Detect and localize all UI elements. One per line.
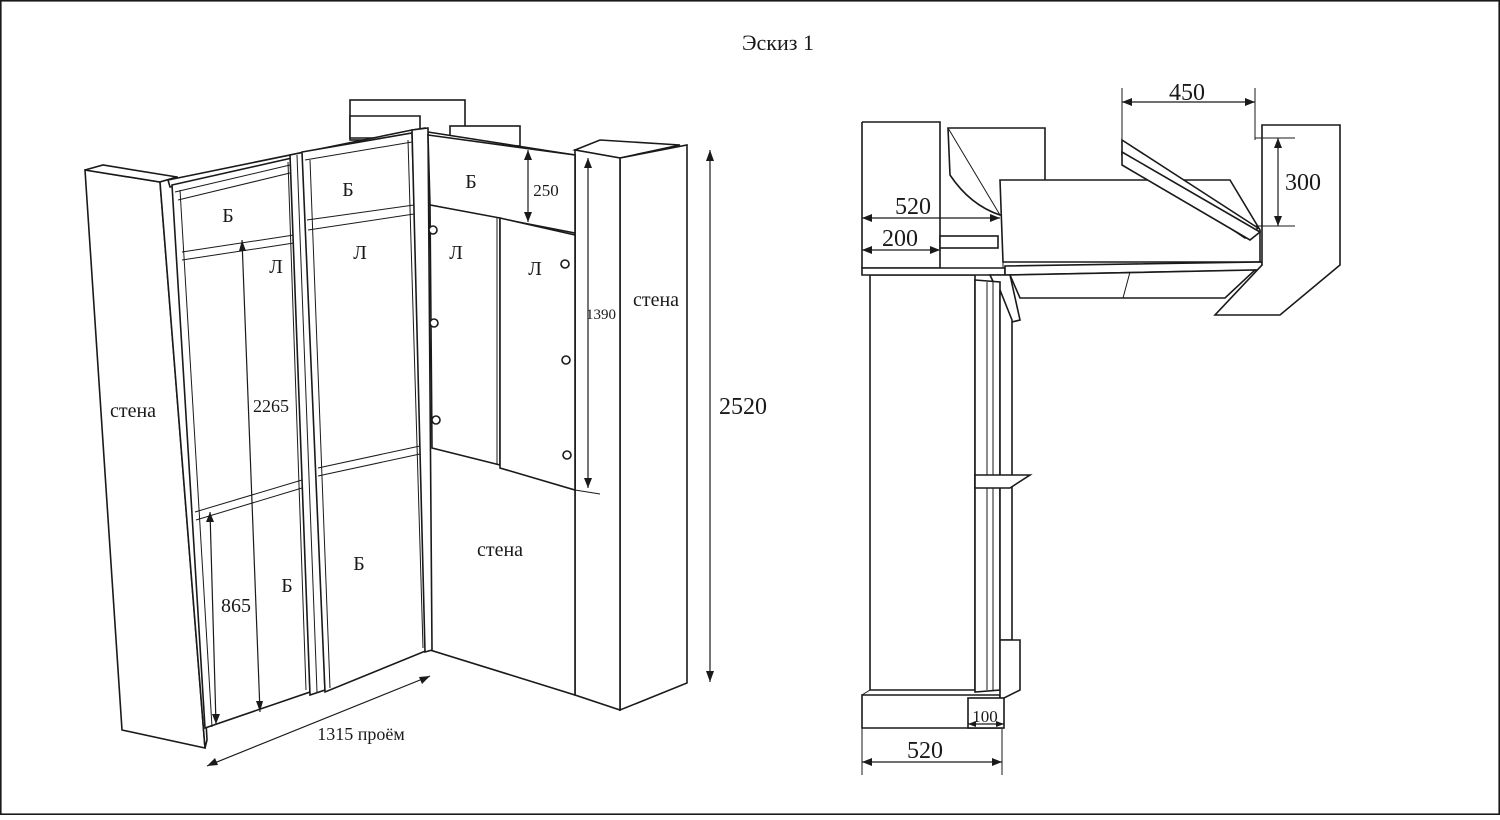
wardrobe-section-view: 450 300 520 200 100 520 <box>861 80 1341 775</box>
left-wall <box>84 164 208 750</box>
dim-520-top-label: 520 <box>895 194 931 220</box>
label-left-wall: стена <box>110 400 156 422</box>
label-b-4: Б <box>281 575 292 597</box>
dim-2265-label: 2265 <box>253 396 289 416</box>
dim-520-top-line <box>861 205 1000 268</box>
dim-2520-label: 2520 <box>719 394 767 420</box>
dim-520-bottom-line <box>861 728 1003 775</box>
dim-450-line <box>1121 88 1256 140</box>
dim-200-line <box>862 235 999 254</box>
label-b-3: Б <box>465 171 476 193</box>
dim-1315-label: 1315 проём <box>317 724 405 744</box>
label-b-5: Б <box>353 553 364 575</box>
dim-865-line <box>206 511 220 725</box>
corner-post <box>411 127 433 654</box>
dim-100-line <box>968 721 1004 727</box>
dim-2265-line <box>239 239 263 713</box>
ceiling-profile <box>999 179 1261 268</box>
wardrobe-isometric-view: стена стена стена Б Б Б Б Б Л Л Л Л 250 … <box>84 99 767 767</box>
dim-100-label: 100 <box>972 707 998 726</box>
top-rail-profile <box>988 261 1263 323</box>
label-b-1: Б <box>222 205 233 227</box>
section-left-wall <box>861 121 1006 729</box>
dim-300-line <box>1255 137 1295 227</box>
label-l-1: Л <box>269 256 283 278</box>
door-profiles <box>974 279 1033 702</box>
label-b-2: Б <box>342 179 353 201</box>
dim-1390-line <box>574 158 601 495</box>
label-back-wall: стена <box>477 539 523 561</box>
dim-250-line <box>524 150 532 222</box>
dim-300-label: 300 <box>1285 170 1321 196</box>
slanted-panel <box>1121 138 1262 241</box>
dim-450-label: 450 <box>1169 80 1205 106</box>
label-l-3: Л <box>449 242 463 264</box>
dim-865-label: 865 <box>221 595 251 617</box>
dim-2520-line <box>706 150 714 682</box>
dim-1315-line <box>206 675 431 767</box>
right-wall <box>574 144 688 712</box>
right-door-panels <box>428 204 576 492</box>
label-l-2: Л <box>353 242 367 264</box>
sketch-title: Эскиз 1 <box>742 30 814 55</box>
label-l-4: Л <box>528 258 542 280</box>
dim-520-bottom-label: 520 <box>907 738 943 764</box>
dim-200-label: 200 <box>882 226 918 252</box>
dim-250-label: 250 <box>533 181 559 200</box>
dim-1390-label: 1390 <box>586 307 616 323</box>
label-right-wall: стена <box>633 289 679 311</box>
right-top-box <box>427 134 576 234</box>
door-panel-2 <box>301 132 429 694</box>
